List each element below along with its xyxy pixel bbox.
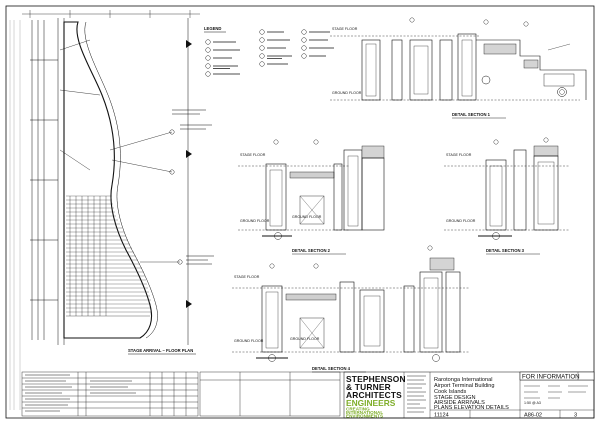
plan-title: STAGE ARRIVAL – FLOOR PLAN xyxy=(128,348,193,353)
ground-floor-label-3: GROUND FLOOR xyxy=(446,219,476,223)
firm-name-line-2: & TURNER xyxy=(346,382,391,392)
ground-floor-label-2b: GROUND FLOOR xyxy=(292,215,322,219)
firm-tagline-1: CREATING xyxy=(346,407,370,412)
firm-name-line-3: ARCHITECTS xyxy=(346,390,402,400)
ground-floor-label-4b: GROUND FLOOR xyxy=(290,337,320,341)
drawing-title-line-3: PLANS ELEVATION DETAILS xyxy=(434,405,509,411)
revision-number: 3 xyxy=(574,413,577,419)
left-margin-notes xyxy=(9,20,21,410)
ground-floor-label-4: GROUND FLOOR xyxy=(234,339,264,343)
ground-floor-label-2: GROUND FLOOR xyxy=(240,219,270,223)
stage-floor-label-4: STAGE FLOOR xyxy=(234,275,260,279)
detail-section-2: STAGE FLOOR GROUND FLOOR GROUND FLOOR DE… xyxy=(238,139,385,255)
stage-outline-inner xyxy=(84,21,158,339)
firm-name-line-4: ENGINEERS xyxy=(346,398,396,408)
firm-tagline-3: ENVIRONMENTS xyxy=(346,414,383,419)
legend-title: LEGEND xyxy=(204,26,221,31)
project-line-1: Rarotonga International xyxy=(434,377,492,383)
notes-text-blocks xyxy=(172,109,214,265)
detail-section-4: STAGE FLOOR GROUND FLOOR GROUND FLOOR DE… xyxy=(232,245,470,373)
firm-tagline-2: INTERNATIONAL xyxy=(346,410,383,415)
status-label: FOR INFORMATION xyxy=(522,374,580,381)
floor-plan: STAGE ARRIVAL – FLOOR PLAN xyxy=(30,18,214,355)
stage-floor-label-2: STAGE FLOOR xyxy=(240,153,266,157)
stage-floor-label-3: STAGE FLOOR xyxy=(446,153,472,157)
stage-floor-label-1: STAGE FLOOR xyxy=(332,27,358,31)
stage-decking-hatch xyxy=(66,195,151,313)
drawing-title-line-1: STAGE DESIGN xyxy=(434,395,476,401)
job-number: 11124 xyxy=(434,413,449,419)
revision-table xyxy=(21,371,341,417)
top-grid-line xyxy=(22,10,200,18)
stage-outline xyxy=(63,21,153,339)
detail-section-3-title: DETAIL SECTION 3 xyxy=(486,248,525,253)
drawing-number: A86-02 xyxy=(524,413,542,419)
project-line-3: Cook Islands xyxy=(434,389,467,395)
detail-section-2-title: DETAIL SECTION 2 xyxy=(292,248,331,253)
title-block: STEPHENSON & TURNER ARCHITECTS ENGINEERS… xyxy=(343,371,595,419)
ground-floor-label-1: GROUND FLOOR xyxy=(332,91,362,95)
detail-section-1: STAGE FLOOR GROUND FLOOR DETAIL SECTION … xyxy=(330,17,587,119)
sheet-border xyxy=(5,5,595,419)
detail-section-1-title: DETAIL SECTION 1 xyxy=(452,112,491,117)
firm-name-line-1: STEPHENSON xyxy=(346,374,406,384)
project-line-2: Airport Terminal Building xyxy=(434,383,495,389)
legend: LEGEND xyxy=(204,26,334,77)
detail-section-3: STAGE FLOOR GROUND FLOOR DETAIL SECTION … xyxy=(444,137,570,255)
scale-value: 1:50 @ A3 xyxy=(524,401,541,405)
detail-section-4-title: DETAIL SECTION 4 xyxy=(312,366,351,371)
drawing-title-line-2: AIRSIDE ARRIVALS xyxy=(434,400,485,406)
